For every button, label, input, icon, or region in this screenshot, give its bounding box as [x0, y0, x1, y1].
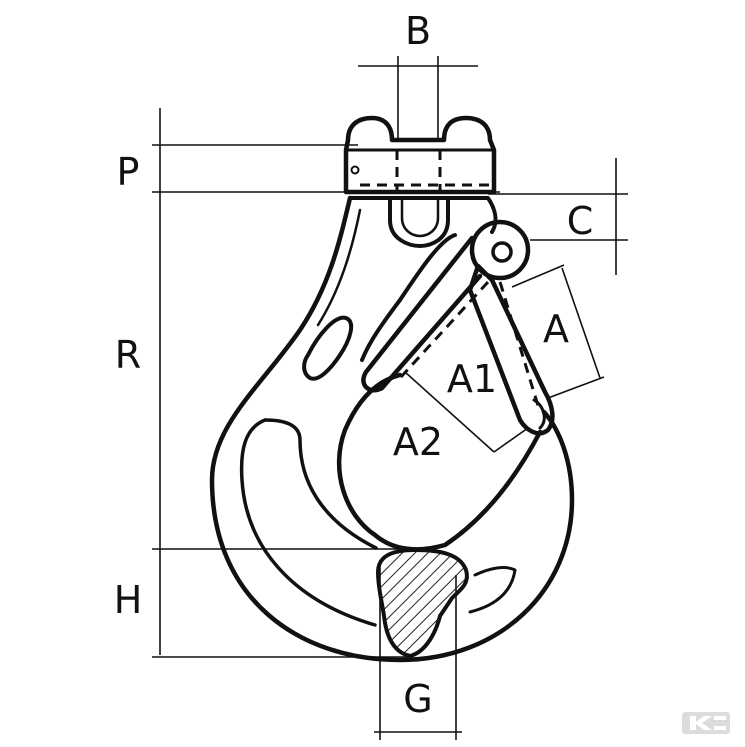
label-h: H — [114, 578, 143, 622]
dimension-labels: B P C R A A1 A2 H G — [114, 9, 594, 721]
label-a: A — [543, 307, 569, 351]
label-c: C — [567, 199, 594, 243]
safety-latch — [360, 219, 555, 436]
label-b: B — [405, 9, 431, 53]
label-a1: A1 — [447, 357, 497, 401]
opening-lines — [398, 280, 542, 453]
hook-section-cross — [375, 547, 469, 659]
hook-body — [209, 195, 575, 663]
brand-watermark-logo — [682, 712, 730, 734]
label-r: R — [115, 333, 141, 377]
label-p: P — [117, 150, 140, 194]
label-g: G — [403, 677, 432, 721]
label-a2: A2 — [393, 420, 443, 464]
clevis-head — [343, 115, 497, 248]
